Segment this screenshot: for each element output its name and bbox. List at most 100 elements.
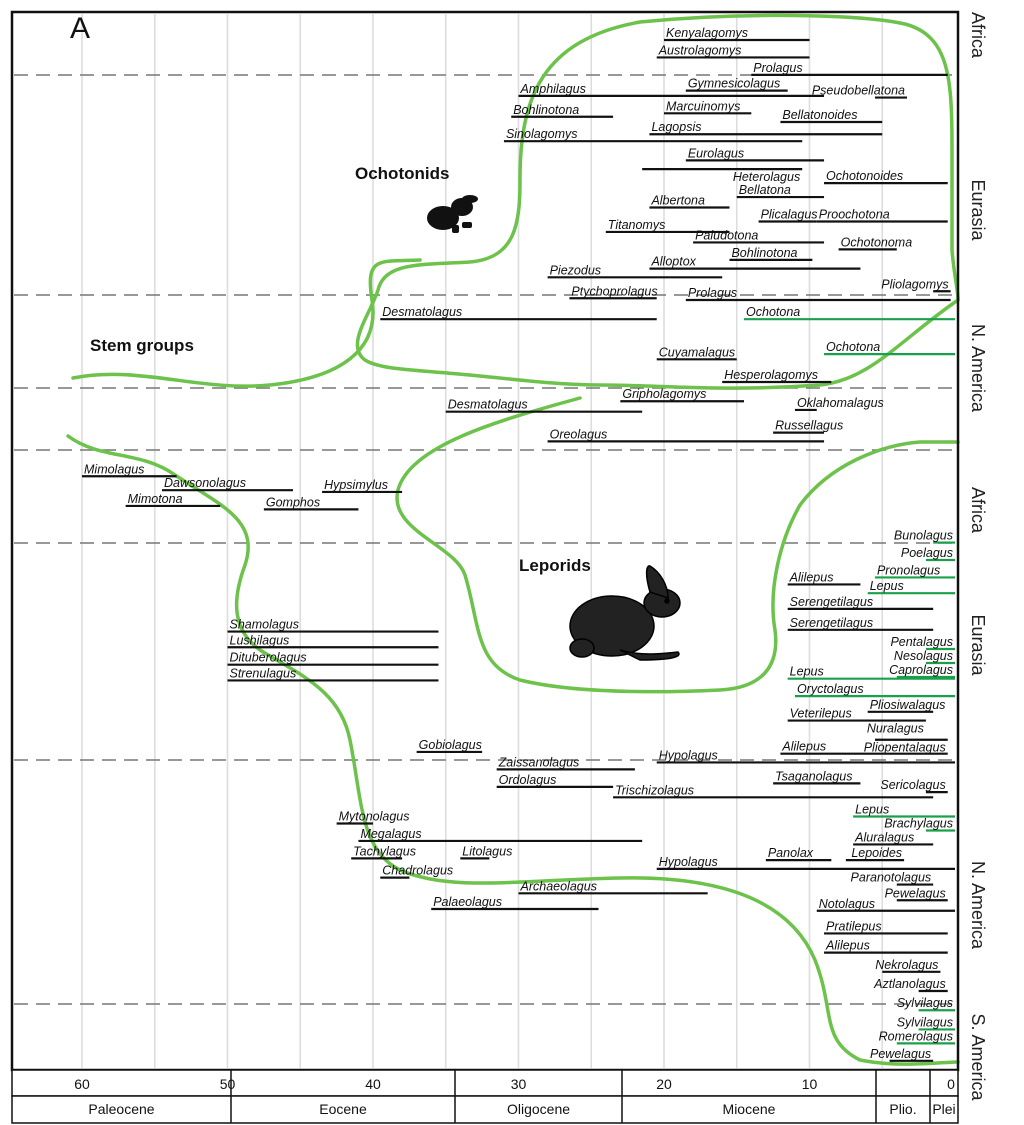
taxon-label: Lepus bbox=[870, 579, 904, 593]
taxon-label: Caprolagus bbox=[889, 663, 953, 677]
taxon-label: Ochotona bbox=[746, 305, 800, 319]
taxon-label: Megalagus bbox=[360, 827, 421, 841]
taxon-label: Bohlinotona bbox=[513, 103, 579, 117]
taxon-label: Bellatonoides bbox=[782, 108, 857, 122]
taxon-label: Nekrolagus bbox=[875, 958, 938, 972]
taxon-label: Pronolagus bbox=[877, 563, 940, 577]
taxon-label: Pseudobellatona bbox=[812, 84, 905, 98]
taxon-label: Shamolagus bbox=[230, 618, 300, 632]
taxon-label: Lepus bbox=[790, 665, 824, 679]
taxon-label: Gobiolagus bbox=[419, 738, 482, 752]
taxon-label: Sinolagomys bbox=[506, 127, 578, 141]
taxon-label: Veterilepus bbox=[790, 707, 852, 721]
taxon-label: Zaissanolagus bbox=[498, 755, 580, 769]
taxon-label: Ochotonoides bbox=[826, 169, 903, 183]
taxon-label: Tachylagus bbox=[353, 844, 416, 858]
region-separators bbox=[14, 74, 956, 1005]
tick-label: 30 bbox=[511, 1076, 527, 1092]
taxon-label: Alloptox bbox=[650, 255, 696, 269]
pika-silhouette-icon bbox=[427, 195, 478, 233]
taxon-label: Heterolagus bbox=[733, 170, 800, 184]
taxon-label: Pentalagus bbox=[890, 635, 953, 649]
taxon-label: Serengetilagus bbox=[790, 616, 873, 630]
taxon-label: Dituberolagus bbox=[230, 651, 307, 665]
region-label: Africa bbox=[968, 487, 988, 534]
taxon-label: Pratilepus bbox=[826, 919, 882, 933]
taxon-label: Kenyalagomys bbox=[666, 26, 748, 40]
taxon-label: Amphilagus bbox=[520, 82, 586, 96]
taxon-label: Nesolagus bbox=[894, 649, 953, 663]
taxon-label: Bohlinotona bbox=[731, 246, 797, 260]
tick-label: 20 bbox=[656, 1076, 672, 1092]
chart-frame bbox=[10, 10, 960, 1072]
taxon-label: Sylvilagus bbox=[897, 996, 953, 1010]
taxon-label: Paranotolagus bbox=[851, 871, 932, 885]
taxon-label: Mimolagus bbox=[84, 462, 144, 476]
taxon-label: Ordolagus bbox=[499, 773, 557, 787]
taxon-label: Austrolagomys bbox=[658, 43, 742, 57]
epoch-label: Oligocene bbox=[507, 1101, 570, 1117]
tick-label: 60 bbox=[74, 1076, 90, 1092]
time-axis bbox=[11, 1069, 959, 1124]
taxon-label: Sylvilagus bbox=[897, 1015, 953, 1029]
taxon-label: Pewelagus bbox=[885, 886, 946, 900]
taxon-label: Nuralagus bbox=[867, 722, 924, 736]
taxon-label: Alilepus bbox=[781, 740, 826, 754]
taxon-label: Mytonolagus bbox=[339, 810, 410, 824]
taxon-label: Palaeolagus bbox=[433, 895, 502, 909]
taxon-label: Sericolagus bbox=[880, 778, 945, 792]
taxon-label: Gymnesicolagus bbox=[688, 77, 780, 91]
panel-label: A bbox=[70, 12, 90, 45]
taxon-label: Litolagus bbox=[462, 844, 512, 858]
taxon-label: Ochotonoma bbox=[841, 235, 913, 249]
taxon-label: Brachylagus bbox=[884, 816, 953, 830]
taxon-label: Lepoides bbox=[851, 846, 902, 860]
taxon-label: Panolax bbox=[768, 846, 814, 860]
taxon-label: Strenulagus bbox=[230, 666, 297, 680]
taxon-label: Hypolagus bbox=[659, 855, 718, 869]
taxon-label: Mimotona bbox=[128, 492, 183, 506]
group-label-leporids: Leporids bbox=[519, 556, 591, 575]
taxon-label: Hypsimylus bbox=[324, 478, 388, 492]
taxon-label: Pliolagomys bbox=[881, 277, 948, 291]
taxon-label: Plicalagus bbox=[761, 207, 818, 221]
taxon-label: Titanomys bbox=[608, 218, 666, 232]
group-outlines bbox=[66, 13, 960, 1066]
taxon-label: Notolagus bbox=[819, 897, 875, 911]
taxon-label: Prolagus bbox=[753, 61, 802, 75]
region-label: N. America bbox=[968, 861, 988, 950]
taxon-label: Gripholagomys bbox=[622, 387, 706, 401]
taxon-label: Lushilagus bbox=[230, 633, 290, 647]
tick-label: 50 bbox=[220, 1076, 236, 1092]
taxon-label: Ptychoprolagus bbox=[571, 284, 657, 298]
taxon-label: Desmatolagus bbox=[448, 398, 528, 412]
taxon-label: Albertona bbox=[650, 194, 705, 208]
tick-label: 10 bbox=[802, 1076, 818, 1092]
taxon-label: Paludotona bbox=[695, 228, 758, 242]
group-label-stem-groups: Stem groups bbox=[90, 336, 194, 355]
taxon-label: Hesperolagomys bbox=[724, 368, 818, 382]
taxon-label: Proochotona bbox=[819, 207, 890, 221]
epoch-label: Plio. bbox=[889, 1101, 916, 1117]
region-label: Africa bbox=[968, 12, 988, 59]
region-label: N. America bbox=[968, 324, 988, 413]
taxon-label: Trischizolagus bbox=[615, 783, 694, 797]
taxon-label: Alilepus bbox=[825, 939, 870, 953]
taxon-label: Cuyamalagus bbox=[659, 345, 735, 359]
group-label-ochotonids: Ochotonids bbox=[355, 164, 449, 183]
taxon-label: Prolagus bbox=[688, 286, 737, 300]
taxon-label: Lepus bbox=[855, 803, 889, 817]
taxon-label: Lagopsis bbox=[651, 120, 701, 134]
taxon-label: Pewelagus bbox=[870, 1047, 931, 1061]
taxon-label: Pliopentalagus bbox=[864, 741, 946, 755]
taxon-label: Eurolagus bbox=[688, 146, 744, 160]
taxon-label: Gomphos bbox=[266, 495, 320, 509]
epoch-label: Plei bbox=[932, 1101, 955, 1117]
leporid-inner-outline bbox=[395, 396, 960, 694]
taxon-label: Aztlanolagus bbox=[873, 977, 946, 991]
taxon-label: Poelagus bbox=[901, 546, 953, 560]
taxon-label: Serengetilagus bbox=[790, 595, 873, 609]
